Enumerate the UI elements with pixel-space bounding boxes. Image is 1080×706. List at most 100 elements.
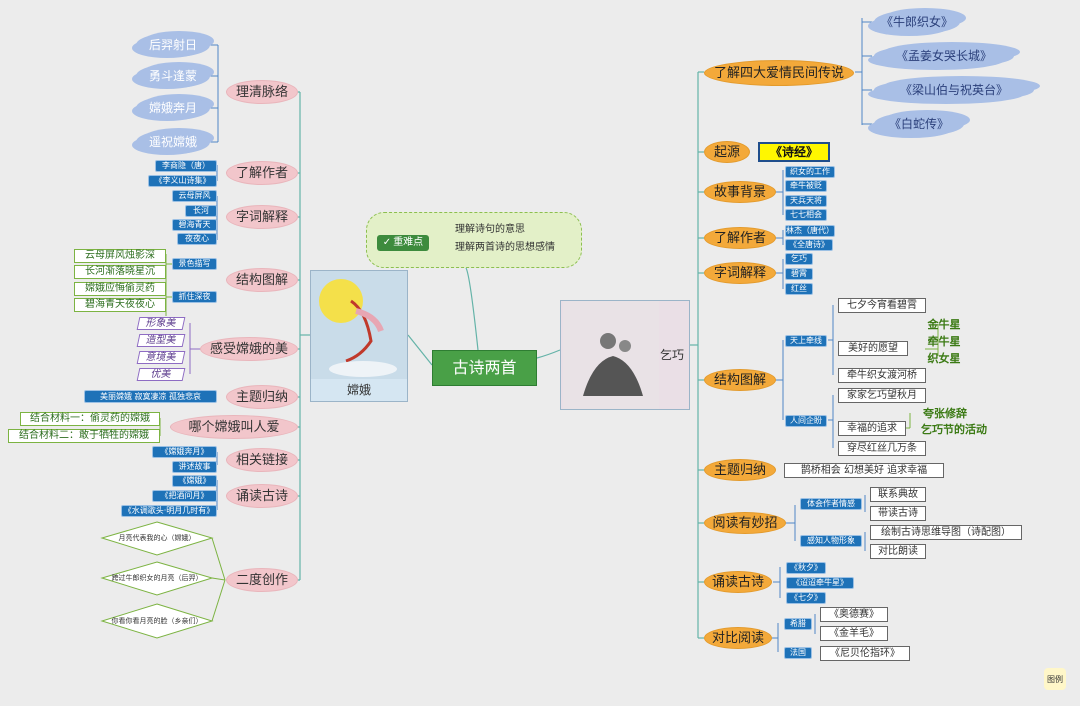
structure-r-sub: 人间企盼	[785, 415, 827, 427]
author-item: 《李义山诗集》	[148, 175, 217, 187]
wish-item: 夸张修辞	[923, 406, 967, 420]
branch-timeline[interactable]: 理清脉络	[226, 80, 298, 104]
key-point-1: 理解诗句的意思	[455, 224, 525, 235]
recite-r-item: 《迢迢牵牛星》	[786, 577, 854, 589]
branch-recite[interactable]: 诵读古诗	[226, 484, 298, 508]
structure-r-sub: 天上牵线	[785, 335, 827, 347]
timeline-item: 勇斗逢蒙	[136, 64, 210, 88]
compare-item: 《金羊毛》	[820, 626, 888, 641]
key-points-text: 重难点	[393, 237, 424, 248]
structure-sub: 抓住深夜	[172, 291, 217, 303]
beauty-item: 形象美	[136, 317, 186, 330]
background-item: 天兵天将	[785, 195, 827, 207]
poem-line: 云母屏风烛影深	[74, 249, 166, 263]
branch-vocab-r[interactable]: 字词解释	[704, 262, 776, 284]
legend-item: 《牛郎织女》	[874, 10, 960, 34]
branch-beauty[interactable]: 感受嫦娥的美	[200, 337, 298, 361]
legend-item: 《孟姜女哭长城》	[874, 44, 1014, 68]
theme-item: 美丽嫦娥 寂寞凄凉 孤独悲哀	[84, 390, 217, 403]
branch-who-loved[interactable]: 哪个嫦娥叫人爱	[170, 415, 298, 439]
check-icon: ✓	[382, 237, 392, 248]
legend-item: 《梁山伯与祝英台》	[874, 78, 1034, 102]
background-item: 织女的工作	[785, 166, 835, 178]
legend-item: 《白蛇传》	[874, 112, 964, 136]
vocab-item: 长河	[185, 205, 217, 217]
key-point-2: 理解两首诗的思想感情	[455, 242, 555, 253]
compare-sub: 希腊	[784, 618, 812, 630]
branch-origin[interactable]: 起源	[704, 141, 750, 163]
branch-vocab[interactable]: 字词解释	[226, 205, 298, 229]
reading-sub: 体会作者情感	[800, 498, 862, 510]
poem-line: 嫦娥应悔偷灵药	[74, 282, 166, 296]
material-item: 结合材料一：偷灵药的嫦娥	[20, 412, 160, 426]
structure-r-item: 牵牛织女渡河桥	[838, 368, 926, 383]
links-item: 讲述故事	[172, 461, 217, 473]
branch-recreate[interactable]: 二度创作	[226, 568, 298, 592]
theme-r-item: 鹊桥相会 幻想美好 追求幸福	[784, 463, 944, 478]
center-node[interactable]: 古诗两首	[432, 350, 537, 386]
branch-reading-tips[interactable]: 阅读有妙招	[704, 512, 786, 534]
recite-r-item: 《七夕》	[786, 592, 826, 604]
structure-r-item: 美好的愿望	[838, 341, 908, 356]
recreate-item: 跨过牛郎织女的月亮（后羿）	[111, 573, 203, 582]
qiqiao-image: 乞巧	[560, 300, 690, 410]
reading-item: 带读古诗	[870, 506, 926, 521]
reading-item: 联系典故	[870, 487, 926, 502]
origin-item: 《诗经》	[758, 142, 830, 162]
structure-r-item: 幸福的追求	[838, 421, 906, 436]
branch-legends[interactable]: 了解四大爱情民间传说	[704, 60, 854, 86]
poem-line: 长河渐落晓星沉	[74, 265, 166, 279]
branch-structure-r[interactable]: 结构图解	[704, 369, 776, 391]
branch-compare[interactable]: 对比阅读	[704, 627, 772, 649]
wish-item: 乞巧节的活动	[921, 422, 987, 436]
vocab-item: 云母屏风	[172, 190, 217, 202]
recite-item: 《把酒问月》	[152, 490, 217, 502]
qiqiao-caption: 乞巧	[659, 348, 684, 362]
vocab-item: 夜夜心	[177, 233, 217, 245]
structure-r-item: 家家乞巧望秋月	[838, 388, 926, 403]
change-caption: 嫦娥	[346, 383, 371, 397]
key-points-cloud: ✓重难点 理解诗句的意思 理解两首诗的思想感情	[366, 212, 582, 268]
timeline-item: 嫦娥奔月	[136, 96, 210, 120]
change-illustration	[311, 271, 407, 379]
beauty-item: 优美	[136, 368, 186, 381]
branch-author[interactable]: 了解作者	[226, 161, 298, 185]
vocab-r-item: 碧霄	[785, 268, 813, 280]
vocab-item: 碧海青天	[172, 219, 217, 231]
author-r-item: 林杰（唐代）	[785, 225, 835, 237]
recite-r-item: 《秋夕》	[786, 562, 826, 574]
key-points-label[interactable]: ✓重难点	[377, 235, 429, 251]
recite-item: 《水调歌头·明月几时有》	[121, 505, 217, 517]
legend-marker[interactable]: 图例	[1044, 668, 1066, 690]
author-r-item: 《全唐诗》	[785, 239, 833, 251]
reading-item: 绘制古诗思维导图（诗配图）	[870, 525, 1022, 540]
beauty-item: 造型美	[136, 334, 186, 347]
compare-item: 《尼贝伦指环》	[820, 646, 910, 661]
vocab-r-item: 乞巧	[785, 253, 813, 265]
compare-sub: 法国	[784, 647, 812, 659]
branch-author-r[interactable]: 了解作者	[704, 227, 776, 249]
background-item: 七七相会	[785, 209, 827, 221]
reading-sub: 感知人物形象	[800, 535, 862, 547]
star-item: 牵牛星	[927, 334, 961, 348]
branch-recite-r[interactable]: 诵读古诗	[704, 571, 772, 593]
branch-theme-r[interactable]: 主题归纳	[704, 459, 776, 481]
recreate-item: 你看你看月亮的脸（乡亲们）	[111, 616, 203, 625]
material-item: 结合材料二：敢于牺牲的嫦娥	[8, 429, 160, 443]
structure-r-item: 穿尽红丝几万条	[838, 441, 926, 456]
author-item: 李商隐（唐）	[155, 160, 217, 172]
branch-structure[interactable]: 结构图解	[226, 268, 298, 292]
recreate-item: 月亮代表我的心（嫦娥）	[118, 533, 196, 542]
branch-background[interactable]: 故事背景	[704, 181, 776, 203]
compare-item: 《奥德赛》	[820, 607, 888, 622]
branch-theme[interactable]: 主题归纳	[226, 385, 298, 409]
timeline-item: 后羿射日	[136, 33, 210, 57]
branch-links[interactable]: 相关链接	[226, 448, 298, 472]
structure-sub: 景色描写	[172, 258, 217, 270]
change-image: 嫦娥	[310, 270, 408, 402]
star-item: 织女星	[927, 351, 961, 365]
beauty-item: 意境美	[136, 351, 186, 364]
timeline-item: 遥祝嫦娥	[136, 130, 210, 154]
star-item: 金牛星	[927, 317, 961, 331]
